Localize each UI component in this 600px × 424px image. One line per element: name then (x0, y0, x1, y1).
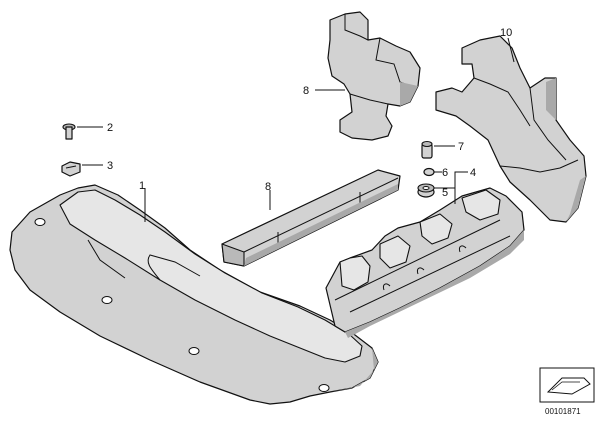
leader-line-4-5 (434, 171, 468, 189)
callout-1: 1 (139, 180, 145, 192)
callout-10: 10 (500, 27, 512, 39)
leader-line-10 (507, 37, 515, 63)
screw-part[interactable] (62, 123, 76, 140)
foam-insulation-upper-part[interactable] (327, 11, 421, 141)
diagram-code: 00101871 (545, 407, 581, 416)
cylinder-head-cover-part[interactable] (325, 187, 525, 338)
foam-insulation-right-part[interactable] (435, 35, 587, 223)
callout-2: 2 (107, 122, 113, 134)
engine-cover-part[interactable] (9, 184, 379, 405)
foam-strip-part[interactable] (221, 169, 401, 267)
callout-6: 6 (442, 167, 448, 179)
bushing-part[interactable] (423, 167, 435, 177)
callout-8-top: 8 (303, 85, 309, 97)
clip-part[interactable] (61, 161, 81, 177)
callout-5: 5 (442, 187, 448, 199)
diagram-reference-icon (539, 367, 595, 403)
callout-7: 7 (458, 141, 464, 153)
callout-8-strip: 8 (265, 181, 271, 193)
bolt-part[interactable] (421, 140, 433, 159)
callout-3: 3 (107, 160, 113, 172)
rubber-grommet-part[interactable] (417, 183, 435, 198)
callout-4: 4 (470, 167, 476, 179)
